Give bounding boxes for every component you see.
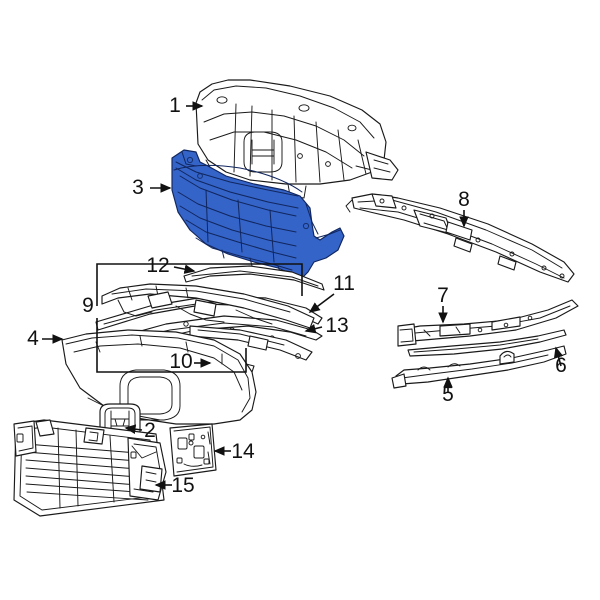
callout-number-10: 10	[169, 350, 192, 373]
leader-line-13	[304, 324, 323, 334]
part-5-lower-bumper-air-dam-spoiler	[391, 345, 567, 389]
leader-bracket-9-bottom	[96, 318, 247, 373]
part-6-lower-trim-strip	[407, 329, 567, 357]
leader-line-12	[173, 264, 196, 274]
leader-line-11	[308, 293, 335, 313]
callout-number-15: 15	[171, 474, 194, 497]
part-3-front-grille-highlighted	[171, 149, 345, 279]
leader-line-2	[124, 424, 143, 434]
callout-number-14: 14	[231, 440, 255, 463]
callout-number-7: 7	[437, 284, 449, 307]
part-15-active-grille-shutter-assembly	[13, 419, 167, 517]
part-8-upper-bumper-beam-reinforcement	[345, 193, 575, 283]
leader-bracket-9-top	[96, 263, 303, 306]
leader-line-6	[553, 346, 564, 367]
part-4-grille-surround-molding	[61, 329, 257, 425]
callout-number-3: 3	[132, 176, 144, 199]
callout-number-1: 1	[169, 94, 181, 117]
callout-number-11: 11	[333, 272, 355, 295]
callout-number-13: 13	[325, 314, 348, 337]
callout-number-2: 2	[144, 419, 156, 442]
callout-number-9: 9	[82, 294, 94, 317]
callout-number-5: 5	[442, 383, 454, 406]
callout-number-12: 12	[146, 254, 169, 277]
part-12-grille-upper-chrome-molding	[183, 265, 325, 291]
part-14-license-plate-bracket	[169, 423, 217, 477]
callout-number-8: 8	[458, 188, 470, 211]
part-7-lower-grille-bracket-rail	[397, 299, 579, 347]
part-1-upper-radiator-support-cover	[195, 79, 399, 199]
callout-number-4: 4	[27, 327, 39, 350]
callout-number-6: 6	[555, 354, 567, 377]
